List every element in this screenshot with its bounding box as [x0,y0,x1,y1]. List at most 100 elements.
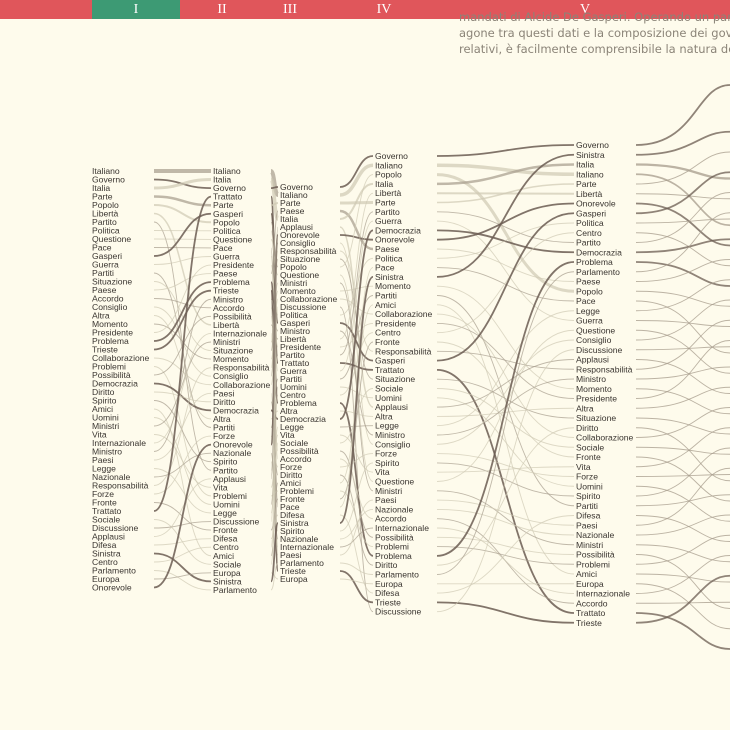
word-responsabilità-col-1[interactable]: Responsabilità [92,481,149,491]
tab-v[interactable]: V [579,2,591,17]
word-consiglio-col-4[interactable]: Consiglio [375,439,411,449]
word-democrazia-col-2[interactable]: Democrazia [213,405,259,415]
word-ministro-col-5[interactable]: Ministro [576,374,606,384]
word-fronte-col-2[interactable]: Fronte [213,525,238,535]
word-gasperi-col-1[interactable]: Gasperi [92,251,122,261]
word-nazionale-col-2[interactable]: Nazionale [213,448,251,458]
word-sinistra-col-5[interactable]: Sinistra [576,150,605,160]
word-partiti-col-1[interactable]: Partiti [92,268,114,278]
word-applausi-col-4[interactable]: Applausi [375,402,408,412]
word-legge-col-4[interactable]: Legge [375,421,399,431]
word-paesi-col-2[interactable]: Paesi [213,388,235,398]
word-consiglio-col-2[interactable]: Consiglio [213,371,249,381]
word-amici-col-3[interactable]: Amici [280,478,301,488]
word-sinistra-col-1[interactable]: Sinistra [92,549,121,559]
word-ministri-col-1[interactable]: Ministri [92,421,119,431]
word-internazionale-col-1[interactable]: Internazionale [92,438,146,448]
word-problema-col-2[interactable]: Problema [213,277,250,287]
word-amici-col-4[interactable]: Amici [375,300,396,310]
word-centro-col-2[interactable]: Centro [213,542,239,552]
word-trieste-col-5[interactable]: Trieste [576,618,602,628]
word-momento-col-5[interactable]: Momento [576,384,612,394]
word-italiano-col-4[interactable]: Italiano [375,160,403,170]
word-situazione-col-3[interactable]: Situazione [280,254,320,264]
word-fronte-col-5[interactable]: Fronte [576,452,601,462]
word-partito-col-4[interactable]: Partito [375,207,400,217]
word-consiglio-col-3[interactable]: Consiglio [280,238,316,248]
word-italia-col-3[interactable]: Italia [280,214,298,224]
word-parte-col-4[interactable]: Parte [375,198,396,208]
word-altra-col-1[interactable]: Altra [92,311,110,321]
word-spirito-col-4[interactable]: Spirito [375,458,400,468]
tab-ii[interactable]: II [217,2,227,17]
word-collaborazione-col-1[interactable]: Collaborazione [92,353,150,363]
word-momento-col-1[interactable]: Momento [92,319,128,329]
word-guerra-col-1[interactable]: Guerra [92,260,119,270]
word-difesa-col-4[interactable]: Difesa [375,588,400,598]
word-amici-col-2[interactable]: Amici [213,551,234,561]
word-applausi-col-5[interactable]: Applausi [576,355,609,365]
word-gasperi-col-3[interactable]: Gasperi [280,318,310,328]
word-pace-col-4[interactable]: Pace [375,263,395,273]
word-amici-col-1[interactable]: Amici [92,404,113,414]
word-ministro-col-1[interactable]: Ministro [92,447,122,457]
word-europa-col-4[interactable]: Europa [375,579,403,589]
word-responsabilità-col-4[interactable]: Responsabilità [375,346,432,356]
word-governo-col-3[interactable]: Governo [280,182,313,192]
word-ministri-col-2[interactable]: Ministri [213,337,240,347]
word-trieste-col-3[interactable]: Trieste [280,566,306,576]
word-diritto-col-5[interactable]: Diritto [576,423,599,433]
word-presidente-col-1[interactable]: Presidente [92,328,133,338]
word-governo-col-2[interactable]: Governo [213,183,246,193]
word-sinistra-col-4[interactable]: Sinistra [375,272,404,282]
word-vita-col-1[interactable]: Vita [92,430,107,440]
word-partito-col-5[interactable]: Partito [576,238,601,248]
word-ministro-col-3[interactable]: Ministro [280,326,310,336]
word-internazionale-col-3[interactable]: Internazionale [280,542,334,552]
word-uomini-col-2[interactable]: Uomini [213,499,240,509]
word-sociale-col-4[interactable]: Sociale [375,384,403,394]
word-presidente-col-2[interactable]: Presidente [213,260,254,270]
word-ministro-col-2[interactable]: Ministro [213,294,243,304]
word-diritto-col-2[interactable]: Diritto [213,397,236,407]
word-popolo-col-4[interactable]: Popolo [375,170,402,180]
word-politica-col-3[interactable]: Politica [280,310,308,320]
word-vita-col-3[interactable]: Vita [280,430,295,440]
word-governo-col-5[interactable]: Governo [576,140,609,150]
word-trieste-col-1[interactable]: Trieste [92,345,118,355]
word-problema-col-1[interactable]: Problema [92,336,129,346]
word-politica-col-1[interactable]: Politica [92,226,120,236]
word-partiti-col-4[interactable]: Partiti [375,291,397,301]
word-popolo-col-5[interactable]: Popolo [576,286,603,296]
word-forze-col-1[interactable]: Forze [92,489,114,499]
word-partiti-col-5[interactable]: Partiti [576,501,598,511]
word-applausi-col-1[interactable]: Applausi [92,532,125,542]
word-paese-col-4[interactable]: Paese [375,244,400,254]
word-discussione-col-1[interactable]: Discussione [92,523,139,533]
word-ministri-col-5[interactable]: Ministri [576,540,603,550]
word-questione-col-3[interactable]: Questione [280,270,319,280]
word-internazionale-col-5[interactable]: Internazionale [576,589,630,599]
word-parte-col-1[interactable]: Parte [92,192,113,202]
word-trattato-col-4[interactable]: Trattato [375,365,405,375]
word-partito-col-1[interactable]: Partito [92,217,117,227]
word-gasperi-col-5[interactable]: Gasperi [576,208,606,218]
word-forze-col-5[interactable]: Forze [576,472,598,482]
word-situazione-col-2[interactable]: Situazione [213,346,253,356]
word-paesi-col-1[interactable]: Paesi [92,455,114,465]
word-trieste-col-4[interactable]: Trieste [375,597,401,607]
word-guerra-col-2[interactable]: Guerra [213,252,240,262]
word-europa-col-2[interactable]: Europa [213,568,241,578]
word-accordo-col-1[interactable]: Accordo [92,294,124,304]
word-possibilità-col-5[interactable]: Possibilità [576,550,615,560]
word-discussione-col-3[interactable]: Discussione [280,302,327,312]
word-applausi-col-3[interactable]: Applausi [280,222,313,232]
word-momento-col-4[interactable]: Momento [375,281,411,291]
word-centro-col-5[interactable]: Centro [576,228,602,238]
word-partiti-col-3[interactable]: Partiti [280,374,302,384]
word-italiano-col-1[interactable]: Italiano [92,166,120,176]
word-europa-col-5[interactable]: Europa [576,579,604,589]
word-popolo-col-2[interactable]: Popolo [213,217,240,227]
word-paese-col-2[interactable]: Paese [213,269,238,279]
word-legge-col-5[interactable]: Legge [576,306,600,316]
